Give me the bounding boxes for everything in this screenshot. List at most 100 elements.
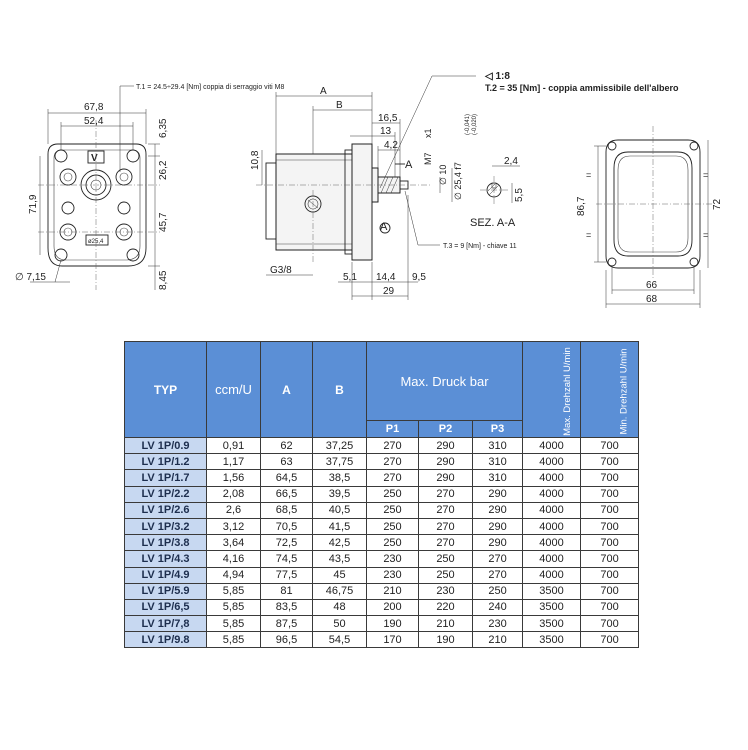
header-max-speed-label: Max. Drehzahl U/min bbox=[561, 346, 573, 436]
cell-typ: LV 1P/9.8 bbox=[124, 631, 207, 649]
cell-p3: 270 bbox=[471, 566, 524, 584]
cell-p1: 270 bbox=[366, 453, 419, 471]
dim-68: 68 bbox=[646, 294, 658, 305]
cell-typ: LV 1P/1.7 bbox=[124, 469, 207, 487]
dim-dia-10: ∅ 10 bbox=[438, 165, 448, 185]
cell-b: 39,5 bbox=[312, 485, 367, 503]
cell-max-speed: 4000 bbox=[522, 550, 582, 568]
dim-29: 29 bbox=[383, 286, 395, 297]
dim-86-7: 86,7 bbox=[576, 196, 587, 216]
cell-p2: 270 bbox=[418, 517, 473, 536]
cell-p1: 270 bbox=[366, 436, 419, 455]
dim-2-4: 2,4 bbox=[504, 156, 518, 167]
dim-13: 13 bbox=[380, 126, 392, 137]
cell-min-speed: 700 bbox=[580, 501, 640, 519]
cell-ccm: 1,17 bbox=[206, 453, 261, 471]
cell-typ: LV 1P/6,5 bbox=[124, 598, 207, 617]
cell-a: 70,5 bbox=[260, 517, 313, 536]
cell-ccm: 5,85 bbox=[206, 582, 261, 600]
cell-a: 63 bbox=[260, 453, 313, 471]
header-a: A bbox=[260, 341, 313, 438]
cell-typ: LV 1P/7,8 bbox=[124, 615, 207, 633]
cell-typ: LV 1P/5.9 bbox=[124, 582, 207, 600]
cell-p3: 310 bbox=[471, 436, 524, 455]
cell-p1: 190 bbox=[366, 615, 419, 633]
cell-min-speed: 700 bbox=[580, 453, 640, 471]
cell-p1: 230 bbox=[366, 566, 419, 584]
cell-max-speed: 4000 bbox=[522, 534, 582, 552]
header-ccm: ccm/U bbox=[206, 341, 261, 438]
cell-ccm: 4,16 bbox=[206, 550, 261, 568]
cell-p1: 250 bbox=[366, 501, 419, 519]
cell-p3: 290 bbox=[471, 501, 524, 519]
cell-min-speed: 700 bbox=[580, 469, 640, 487]
cell-a: 96,5 bbox=[260, 631, 313, 649]
cell-a: 77,5 bbox=[260, 566, 313, 584]
front-view: V ø25,4 67,8 52,4 71,9 6,35 26,2 45,7 8,… bbox=[15, 84, 284, 290]
dim-G3-8: G3/8 bbox=[270, 265, 292, 276]
tolerance-top: (-0,041) bbox=[465, 114, 471, 135]
cell-b: 50 bbox=[312, 615, 367, 633]
side-view: A B 16,5 13 4,2 10,8 G3/8 5,1 14,4 9,5 2… bbox=[250, 71, 679, 300]
dim-6-35: 6,35 bbox=[158, 118, 169, 138]
cell-a: 74,5 bbox=[260, 550, 313, 568]
cell-typ: LV 1P/2.2 bbox=[124, 485, 207, 503]
header-max-speed: Max. Drehzahl U/min bbox=[522, 341, 582, 438]
cell-max-speed: 4000 bbox=[522, 485, 582, 503]
dim-M7: M7 bbox=[423, 152, 433, 165]
cell-ccm: 5,85 bbox=[206, 631, 261, 649]
cell-p1: 230 bbox=[366, 550, 419, 568]
cell-ccm: 2,08 bbox=[206, 485, 261, 503]
cell-p1: 270 bbox=[366, 469, 419, 487]
cell-a: 87,5 bbox=[260, 615, 313, 633]
cell-a: 83,5 bbox=[260, 598, 313, 617]
cell-p2: 250 bbox=[418, 550, 473, 568]
section-marker-bottom: A bbox=[380, 221, 388, 233]
cell-typ: LV 1P/3.2 bbox=[124, 517, 207, 536]
cell-p2: 190 bbox=[418, 631, 473, 649]
cell-ccm: 1,56 bbox=[206, 469, 261, 487]
cell-min-speed: 700 bbox=[580, 615, 640, 633]
cell-max-speed: 3500 bbox=[522, 598, 582, 617]
cell-p1: 250 bbox=[366, 485, 419, 503]
dim-67-8: 67,8 bbox=[84, 102, 104, 113]
cell-typ: LV 1P/1.2 bbox=[124, 453, 207, 471]
logo-mark: V bbox=[91, 153, 98, 164]
cell-min-speed: 700 bbox=[580, 582, 640, 600]
cell-a: 72,5 bbox=[260, 534, 313, 552]
taper-ratio: ◁ 1:8 bbox=[484, 71, 510, 82]
cell-min-speed: 700 bbox=[580, 598, 640, 617]
cell-a: 68,5 bbox=[260, 501, 313, 519]
cell-min-speed: 700 bbox=[580, 550, 640, 568]
cell-p2: 270 bbox=[418, 485, 473, 503]
cell-p1: 250 bbox=[366, 517, 419, 536]
cell-b: 40,5 bbox=[312, 501, 367, 519]
cell-p3: 290 bbox=[471, 517, 524, 536]
section-label: SEZ. A-A bbox=[470, 217, 516, 229]
cell-a: 64,5 bbox=[260, 469, 313, 487]
header-min-speed: Min. Drehzahl U/min bbox=[580, 341, 640, 438]
cell-typ: LV 1P/4.3 bbox=[124, 550, 207, 568]
cell-max-speed: 4000 bbox=[522, 501, 582, 519]
cell-max-speed: 4000 bbox=[522, 566, 582, 584]
dim-66: 66 bbox=[646, 280, 658, 291]
cell-p1: 170 bbox=[366, 631, 419, 649]
equal-mark-1: = bbox=[586, 170, 591, 180]
cell-p1: 210 bbox=[366, 582, 419, 600]
cell-a: 66,5 bbox=[260, 485, 313, 503]
tolerance-bottom: (-0,020) bbox=[472, 114, 478, 135]
header-min-speed-label: Min. Drehzahl U/min bbox=[618, 347, 630, 435]
cell-max-speed: 3500 bbox=[522, 615, 582, 633]
dim-26-2: 26,2 bbox=[158, 160, 169, 180]
cell-max-speed: 4000 bbox=[522, 453, 582, 471]
cell-ccm: 3,64 bbox=[206, 534, 261, 552]
